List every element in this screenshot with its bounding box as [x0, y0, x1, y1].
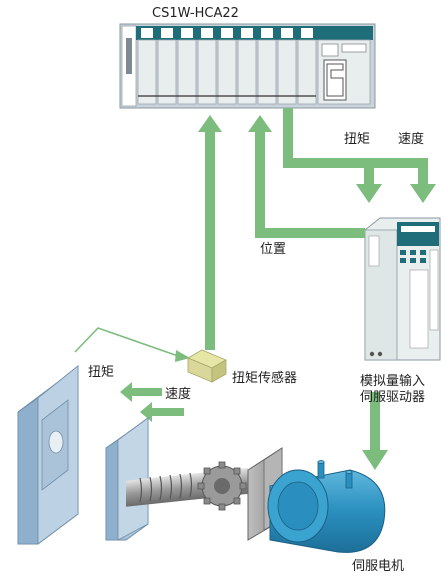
torque-sensor: [187, 349, 227, 383]
plc-unit: [119, 23, 376, 109]
torque-sensor-label: 扭矩传感器: [232, 371, 298, 386]
coupling-plate: [105, 417, 149, 541]
sensor-link-line: [74, 327, 179, 357]
servo-drive: [364, 217, 441, 361]
speed-command-label: 速度: [398, 132, 425, 147]
drive-name-line1: 模拟量输入: [360, 374, 426, 389]
position-feedback-label: 位置: [260, 242, 287, 257]
servo-motor-label: 伺服电机: [352, 559, 405, 574]
drive-shaft: [126, 461, 248, 511]
load-panel: [17, 364, 79, 545]
plc-model-label: CS1W-HCA22: [152, 6, 239, 21]
drive-name-line2: 伺服驱动器: [360, 390, 426, 405]
servo-motor: [247, 447, 386, 553]
load-speed-label: 速度: [165, 387, 192, 402]
gear: [197, 461, 247, 511]
signal-arrows: [120, 108, 436, 470]
torque-command-label: 扭矩: [344, 132, 371, 147]
load-torque-label: 扭矩: [88, 365, 115, 380]
